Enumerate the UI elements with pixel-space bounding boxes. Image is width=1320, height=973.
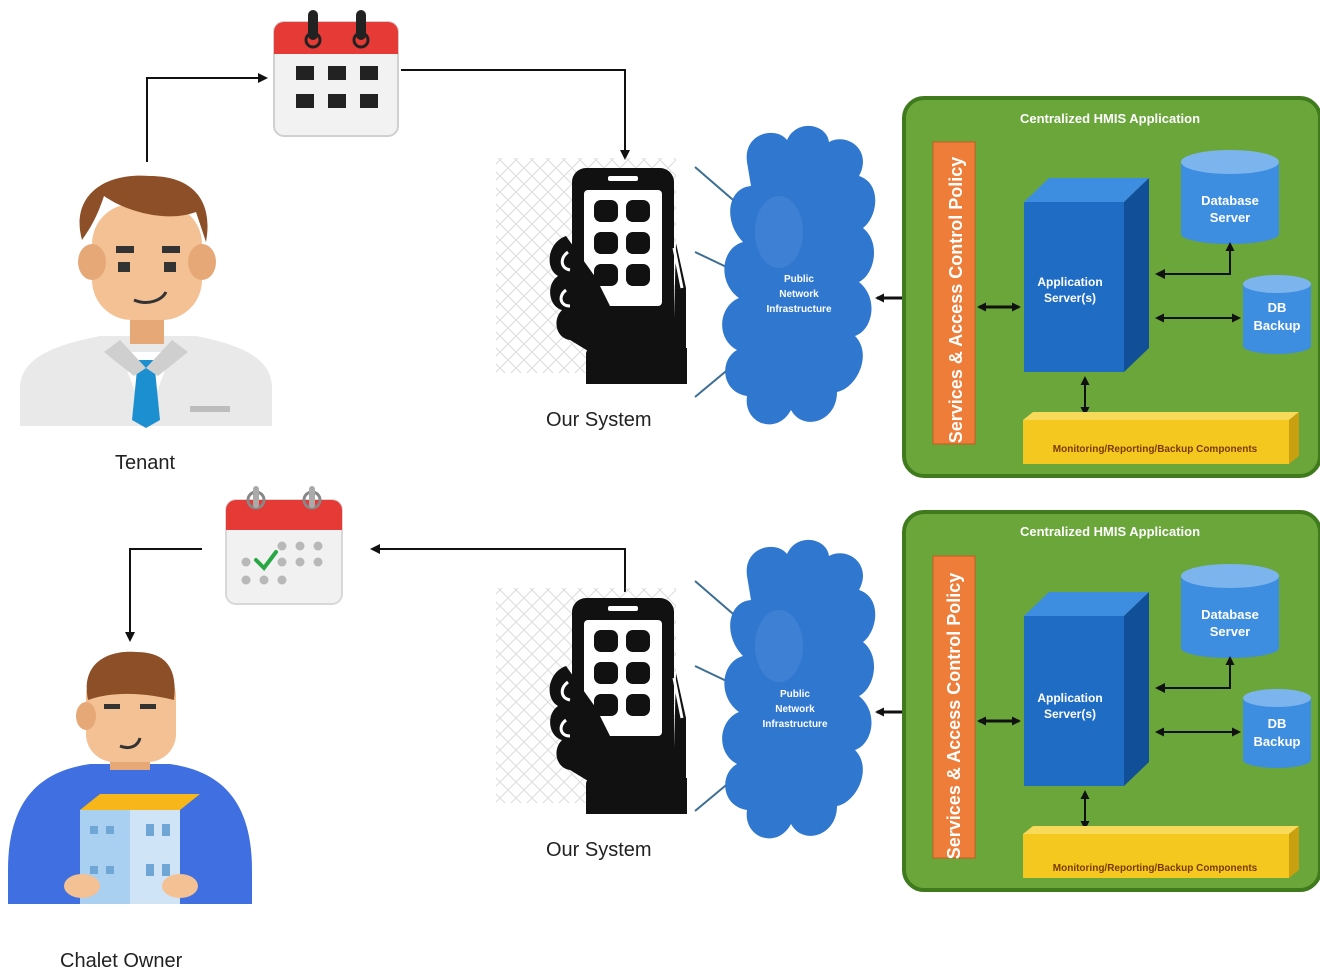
system-to-calendar-arrow bbox=[370, 544, 626, 592]
calendar-icon bbox=[272, 8, 400, 138]
owner-avatar-icon bbox=[8, 651, 252, 904]
owner-label: Chalet Owner bbox=[60, 950, 183, 972]
cloud-text-line2: Network bbox=[779, 289, 819, 300]
infra-top-texts: Public Network Infrastructure Centralize… bbox=[766, 111, 1300, 455]
system-label-bottom: Our System bbox=[546, 839, 652, 861]
calendar-check-icon bbox=[225, 486, 343, 605]
db-backup-line2: Backup bbox=[1254, 318, 1301, 333]
policy-label: Services & Access Control Policy bbox=[946, 157, 966, 443]
tenant-avatar-icon bbox=[20, 175, 272, 428]
cloud-text-line1: Public bbox=[784, 274, 814, 285]
calendar-to-owner-arrow bbox=[125, 548, 202, 642]
calendar-to-system-arrow bbox=[401, 69, 630, 160]
tenant-flow-arrow-to-calendar bbox=[146, 73, 268, 162]
db-server-line1: Database bbox=[1201, 607, 1259, 622]
app-server-line1: Application bbox=[1037, 691, 1102, 705]
db-backup-line1: DB bbox=[1268, 716, 1287, 731]
tenant-label: Tenant bbox=[115, 452, 176, 474]
infra-block-top bbox=[687, 92, 1320, 482]
app-title: Centralized HMIS Application bbox=[1020, 524, 1200, 539]
db-server-line2: Server bbox=[1210, 210, 1250, 225]
db-server-line2: Server bbox=[1210, 624, 1250, 639]
db-server-line1: Database bbox=[1201, 193, 1259, 208]
app-server-line2: Server(s) bbox=[1044, 291, 1096, 305]
db-backup-line2: Backup bbox=[1254, 734, 1301, 749]
db-backup-line1: DB bbox=[1268, 300, 1287, 315]
policy-label: Services & Access Control Policy bbox=[944, 573, 964, 859]
cloud-text-line1: Public bbox=[780, 689, 810, 700]
infra-block-bottom bbox=[687, 506, 1320, 896]
app-title: Centralized HMIS Application bbox=[1020, 111, 1200, 126]
cloud-text-line3: Infrastructure bbox=[766, 304, 831, 315]
app-server-line1: Application bbox=[1037, 275, 1102, 289]
infra-bottom-texts: Public Network Infrastructure Centralize… bbox=[762, 524, 1300, 874]
monitoring-label: Monitoring/Reporting/Backup Components bbox=[1053, 444, 1258, 455]
app-server-line2: Server(s) bbox=[1044, 707, 1096, 721]
cloud-text-line2: Network bbox=[775, 704, 815, 715]
phone-hand-icon bbox=[494, 156, 698, 386]
monitoring-label: Monitoring/Reporting/Backup Components bbox=[1053, 863, 1258, 874]
phone-hand-icon-bottom bbox=[494, 586, 698, 816]
cloud-text-line3: Infrastructure bbox=[762, 719, 827, 730]
system-label-top: Our System bbox=[546, 409, 652, 431]
